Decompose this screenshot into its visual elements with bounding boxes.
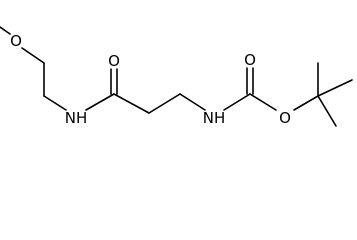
bond-nh-carbamate (223, 93, 251, 111)
bond-ch2-ch2-b (148, 93, 181, 114)
bond-nh-carbonyl (85, 93, 115, 111)
atom-o-carbonyl: O (244, 51, 256, 69)
bond-methyl-o (0, 26, 11, 35)
bonds (0, 26, 353, 127)
atom-nh-carbamate: NH (203, 109, 226, 127)
structure-canvas: O NH O NH O O (0, 26, 353, 127)
bond-o-tbu (293, 95, 319, 111)
atom-labels: O NH O NH O O (10, 32, 291, 127)
bond-carbonyl-ch2 (113, 93, 150, 114)
bond-ch2-nh-b (179, 93, 206, 111)
bond-ch2-nh (43, 95, 67, 111)
atom-o-methoxy: O (10, 32, 22, 50)
bond-o-ch2 (21, 47, 45, 64)
bond-tbu-right (317, 79, 353, 97)
molecule-structure: O NH O NH O O (0, 26, 353, 127)
bond-tbu-down (317, 95, 337, 127)
atom-nh-amide: NH (65, 109, 88, 127)
atom-o-amide: O (108, 52, 120, 70)
bond-carbamate-o (249, 93, 277, 111)
atom-o-ester: O (279, 109, 291, 127)
